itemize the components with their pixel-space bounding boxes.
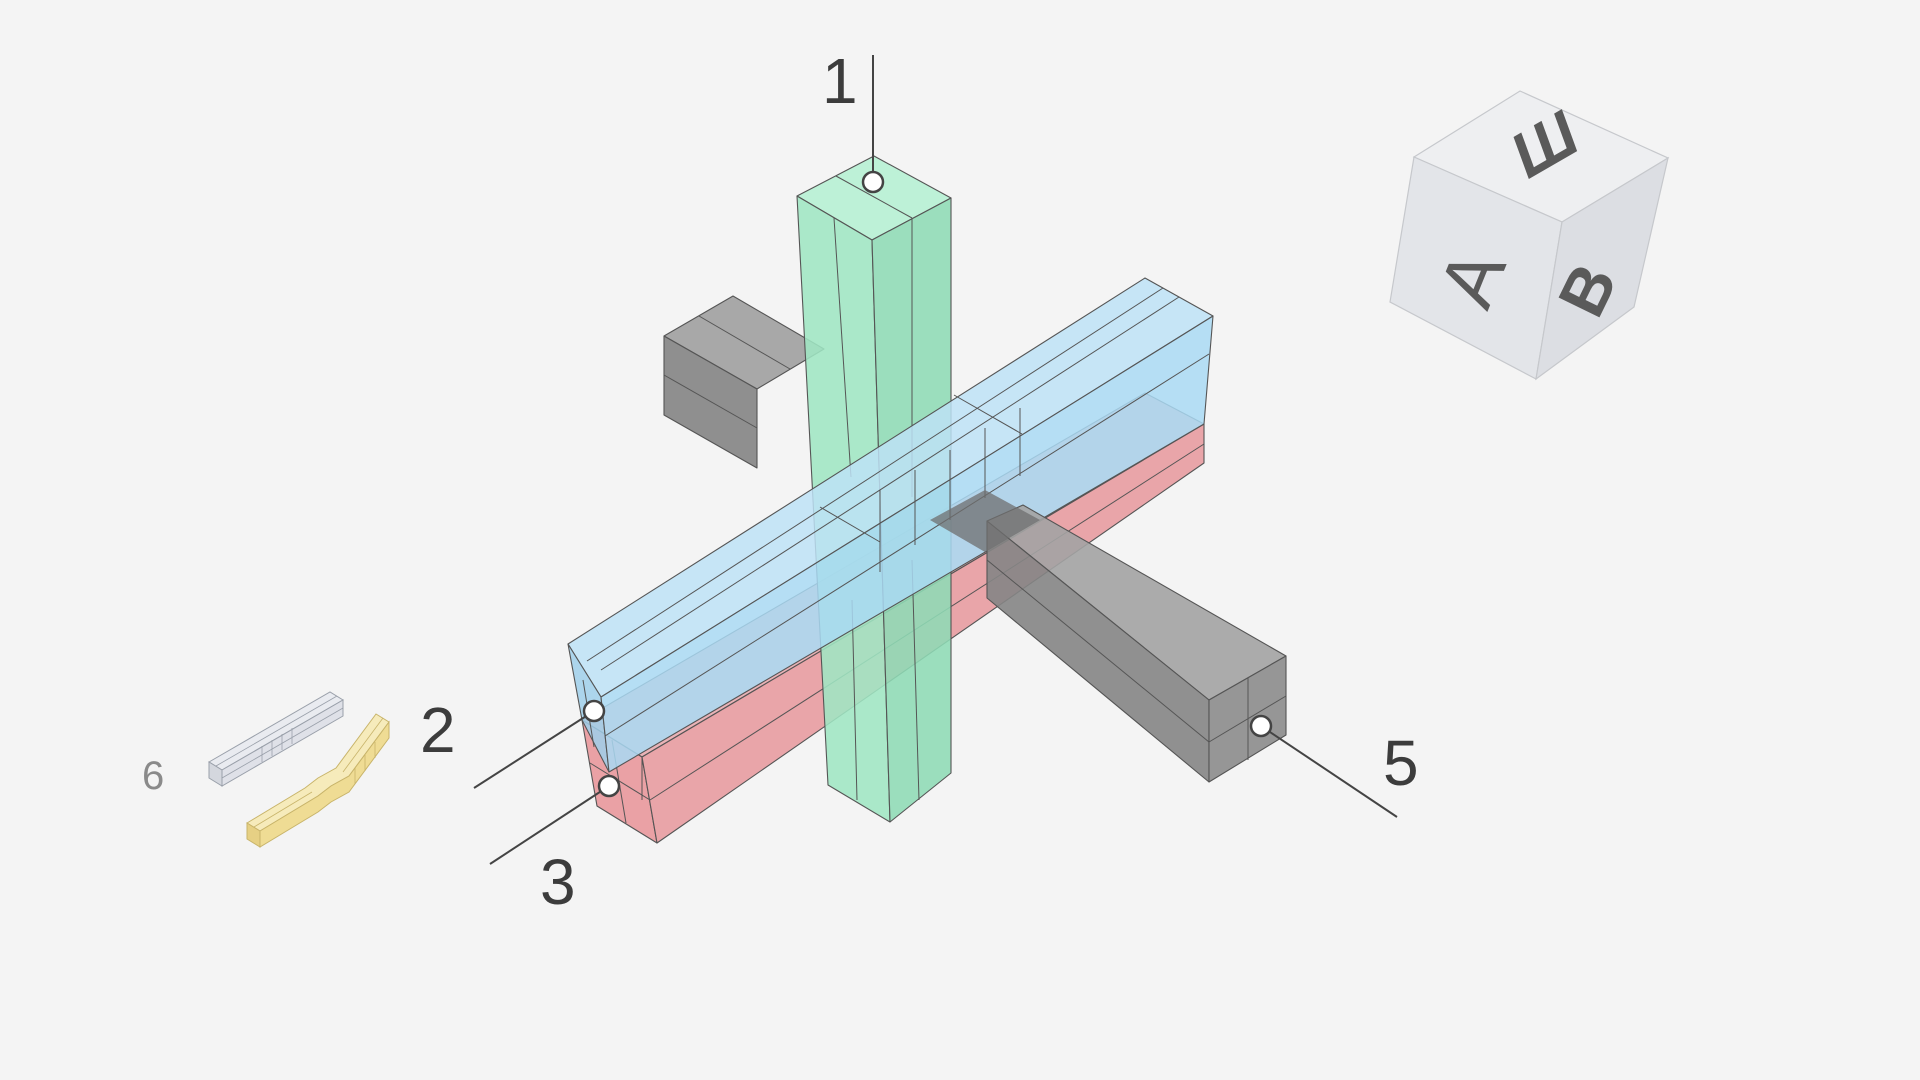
callout-5-label: 5 [1383, 727, 1419, 799]
view-cube-right-face[interactable] [1535, 156, 1669, 381]
callout-3-marker [597, 774, 621, 798]
callout-3-label: 3 [540, 846, 576, 918]
callout-6-label-text: 6 [142, 754, 164, 798]
callout-2-label: 2 [420, 694, 456, 766]
callout-1: 1 [822, 45, 885, 194]
callout-2-marker [582, 699, 606, 723]
callout-2: 2 [420, 694, 606, 789]
small-part-yellow [246, 713, 390, 848]
callout-1-label: 1 [822, 45, 858, 117]
dark-beam-front [930, 490, 1287, 783]
view-cube[interactable]: Ш A B [1389, 90, 1670, 381]
small-part-grey [208, 691, 344, 787]
dark-beam-back [663, 295, 825, 469]
callout-1-marker [861, 170, 885, 194]
callout-5: 5 [1249, 714, 1419, 818]
callout-3: 3 [489, 774, 621, 918]
callout-5-marker [1249, 714, 1273, 738]
callout-6: 6 [142, 754, 164, 798]
